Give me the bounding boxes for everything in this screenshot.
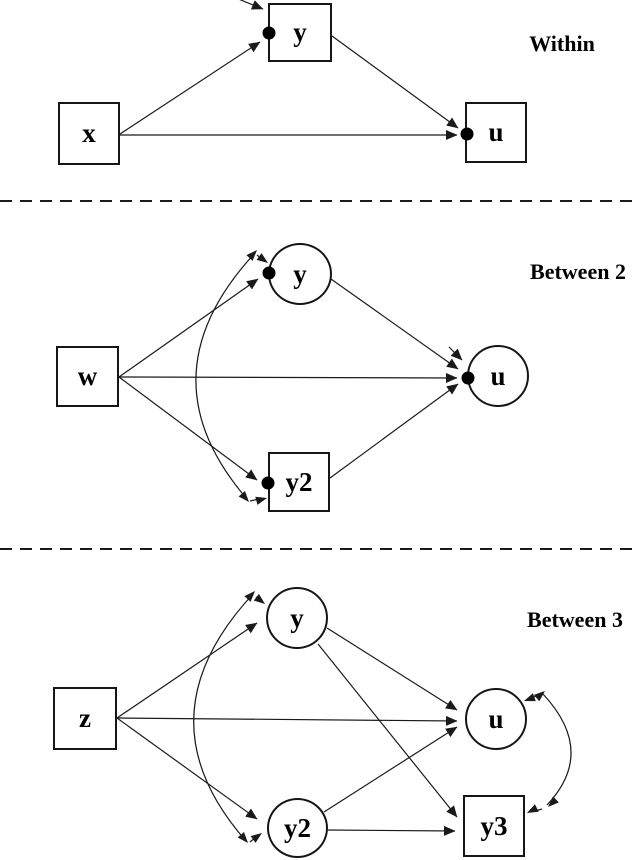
section-label-between2: Between 2 bbox=[530, 259, 626, 284]
node-u-between2: u bbox=[467, 345, 529, 407]
edge-y2-to-y3 bbox=[327, 825, 456, 836]
arc-bottom-connector bbox=[249, 498, 260, 502]
covariance-arc-y-y2-between3 bbox=[193, 593, 262, 843]
arrowhead-arc-top-away bbox=[244, 591, 255, 602]
arrowhead-arc-bottom-into-y3 bbox=[527, 804, 539, 813]
arc-curve bbox=[193, 593, 254, 842]
covariance-arc-y-y2-between2 bbox=[195, 252, 264, 502]
node-y2-between3-label: y2 bbox=[284, 812, 311, 843]
arrowhead-arc-top-away bbox=[533, 691, 545, 702]
edge-residual-into-u-b2 bbox=[448, 346, 463, 361]
edge-y2-to-u-b2 bbox=[329, 383, 459, 479]
node-u-within: u bbox=[465, 102, 527, 163]
edge-z-to-y2 bbox=[116, 717, 258, 820]
arc-curve bbox=[542, 693, 572, 806]
covariance-arc-u-y3-between3 bbox=[531, 693, 572, 812]
edge-w-to-y2 bbox=[118, 376, 258, 481]
arrowhead-arc-top-away bbox=[246, 250, 257, 261]
arc-curve bbox=[195, 252, 256, 500]
edge-y-to-u-b3 bbox=[326, 627, 458, 711]
edge-w-to-u bbox=[118, 372, 458, 383]
arrowhead-arc-bottom-into-y2 bbox=[250, 833, 262, 843]
node-y-within: y bbox=[268, 3, 332, 62]
node-w-between2-label: w bbox=[77, 361, 98, 391]
edge-y-to-u-b2 bbox=[330, 278, 459, 370]
edge-y-to-u bbox=[331, 35, 459, 129]
node-x-within: x bbox=[58, 102, 120, 165]
edge-w-to-y bbox=[118, 278, 259, 378]
node-y3-between3-label: y3 bbox=[480, 810, 508, 841]
arrowhead-arc-top-into-y bbox=[253, 593, 265, 604]
arc-bottom-connector bbox=[534, 808, 543, 812]
edge-z-to-y bbox=[116, 622, 258, 719]
node-u-between3-label: u bbox=[488, 703, 504, 734]
arrowhead-arc-bottom-away bbox=[238, 490, 249, 502]
node-u-within-label: u bbox=[488, 117, 504, 147]
node-x-within-label: x bbox=[82, 118, 96, 148]
arc-top-connector bbox=[256, 254, 264, 261]
arc-top-connector bbox=[255, 596, 262, 602]
arrowhead-arc-bottom-away bbox=[237, 831, 248, 843]
arc-bottom-connector bbox=[249, 836, 257, 843]
arrowhead-arc-top-into-u bbox=[524, 693, 536, 702]
node-y2-between2: y2 bbox=[268, 452, 330, 512]
node-y-between2-label: y bbox=[293, 258, 307, 289]
node-y-between3: y bbox=[266, 587, 328, 649]
edge-x-to-y bbox=[119, 41, 261, 135]
arrowhead-arc-bottom-into-y2 bbox=[255, 496, 267, 505]
node-y-between2: y bbox=[268, 243, 332, 305]
node-u-between3: u bbox=[465, 688, 527, 750]
edge-residual-into-y-within bbox=[239, 0, 264, 10]
node-z-between3-label: z bbox=[79, 703, 91, 733]
arrowhead-arc-bottom-away bbox=[548, 796, 559, 807]
section-label-between3: Between 3 bbox=[527, 607, 623, 632]
edge-z-to-u bbox=[116, 715, 458, 726]
edge-y2-to-u-b3 bbox=[323, 726, 458, 813]
node-y-between3-label: y bbox=[290, 602, 304, 633]
node-z-between3: z bbox=[53, 687, 117, 750]
node-y2-between2-label: y2 bbox=[285, 466, 313, 497]
node-y3-between3: y3 bbox=[463, 795, 525, 857]
edge-y-to-y3 bbox=[317, 643, 458, 818]
arc-top-connector bbox=[531, 693, 541, 699]
node-y2-between3: y2 bbox=[267, 798, 328, 858]
node-u-between2-label: u bbox=[490, 360, 506, 391]
node-y-within-label: y bbox=[293, 17, 307, 47]
node-w-between2: w bbox=[56, 346, 119, 407]
section-label-within: Within bbox=[529, 31, 595, 56]
